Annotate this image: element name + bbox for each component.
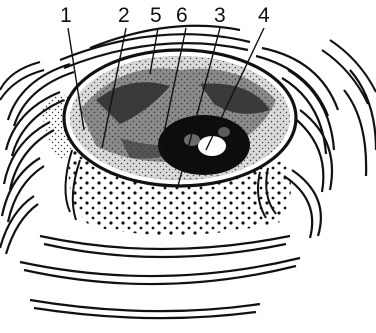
label-1: 1 [60, 4, 72, 27]
label-6: 6 [176, 4, 188, 27]
label-2: 2 [118, 4, 130, 27]
label-3: 3 [214, 4, 226, 27]
nucleolus [158, 115, 250, 175]
label-5: 5 [150, 4, 162, 27]
label-4: 4 [258, 4, 270, 27]
